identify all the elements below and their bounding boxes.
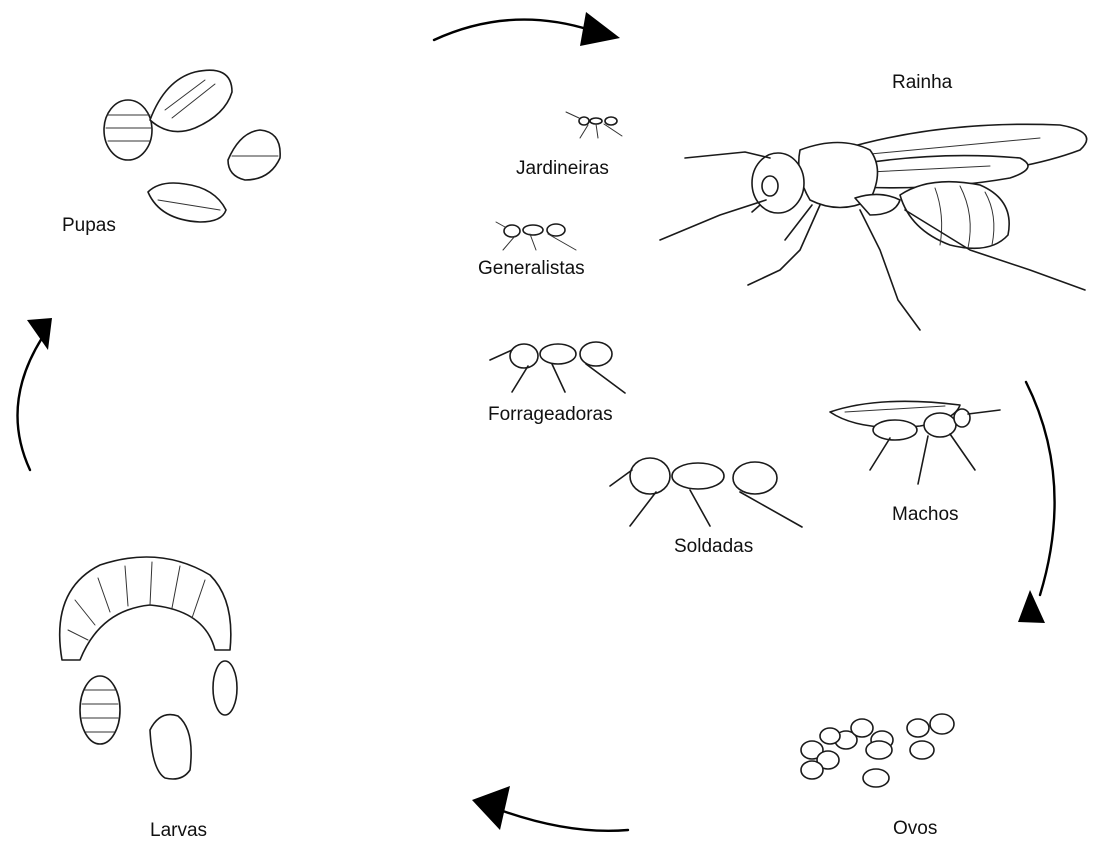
label-soldadas: Soldadas (674, 536, 753, 558)
label-larvas: Larvas (150, 820, 207, 842)
generalist-ant-illustration (496, 222, 576, 250)
larvae-illustration (60, 557, 237, 779)
arrow-top (434, 12, 620, 46)
queen-ant-illustration (660, 124, 1087, 330)
label-rainha: Rainha (892, 72, 952, 94)
label-machos: Machos (892, 504, 959, 526)
pupae-illustration (104, 70, 280, 222)
label-generalistas: Generalistas (478, 258, 585, 280)
male-ant-illustration (830, 401, 1000, 484)
gardener-ant-illustration (566, 112, 622, 138)
label-ovos: Ovos (893, 818, 937, 840)
label-forrageadoras: Forrageadoras (488, 404, 613, 426)
forager-ant-illustration (490, 342, 625, 393)
label-jardineiras: Jardineiras (516, 158, 609, 180)
arrow-bottom (472, 786, 628, 831)
arrow-left (18, 318, 53, 470)
label-pupas: Pupas (62, 215, 116, 237)
soldier-ant-illustration (610, 458, 802, 527)
arrow-right (1018, 382, 1055, 623)
eggs-illustration (801, 714, 954, 787)
